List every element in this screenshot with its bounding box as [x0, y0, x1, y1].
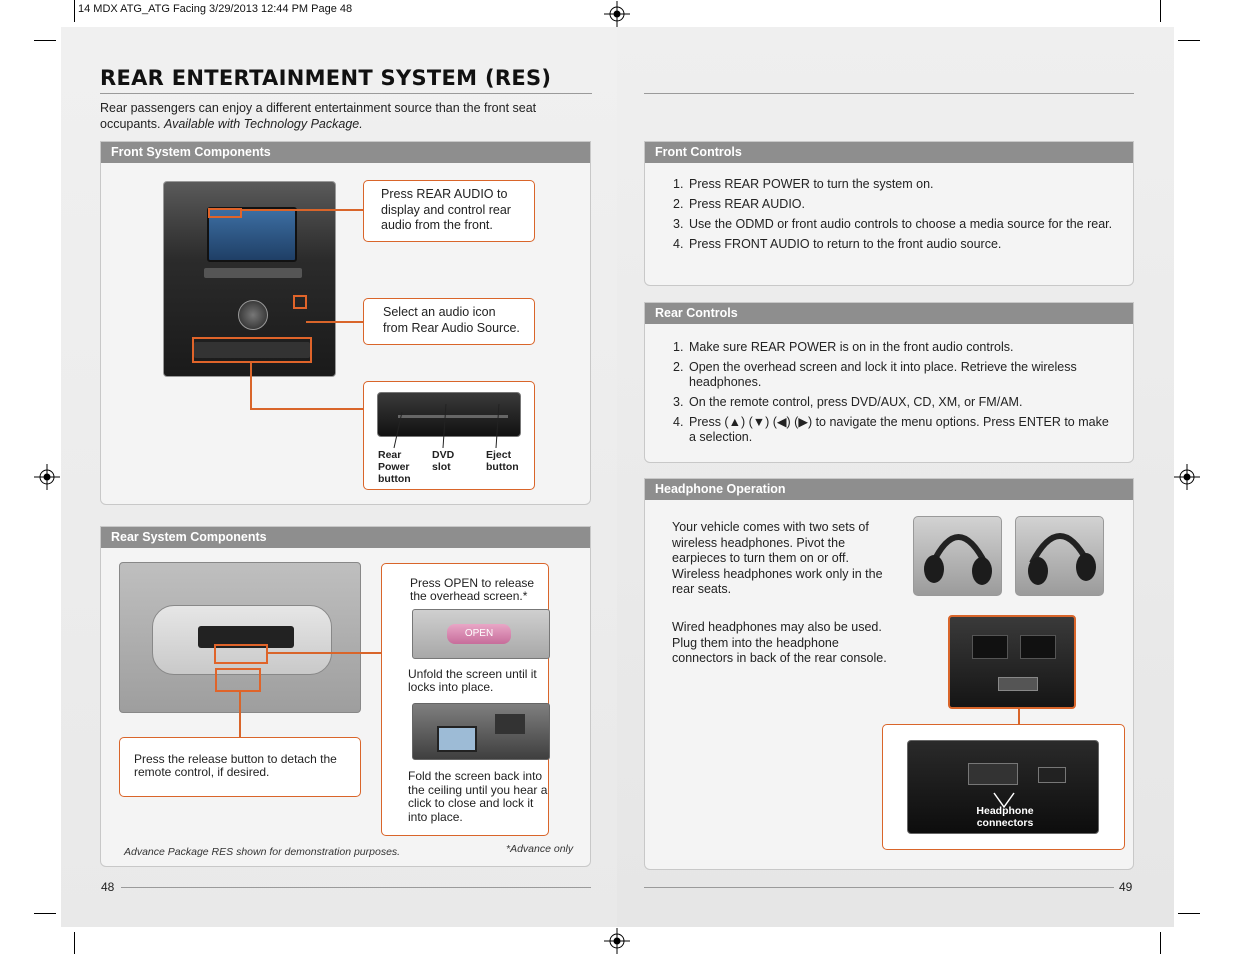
- headphones-photo-right: [1015, 516, 1104, 596]
- footer-rule-left: [121, 887, 591, 888]
- page-number-left: 48: [101, 880, 115, 894]
- crop-mark: [34, 40, 56, 41]
- crop-mark: [1178, 40, 1200, 41]
- registration-mark-icon: [1174, 464, 1200, 490]
- list-item: 4.Press (▲) (▼) (◀) (▶) to navigate the …: [673, 415, 1109, 444]
- overhead-unit-photo: [119, 562, 361, 713]
- screen-graphic: [495, 714, 525, 734]
- page-title: REAR ENTERTAINMENT SYSTEM (RES): [100, 66, 552, 90]
- callout-line: [241, 209, 363, 211]
- callout-line: [266, 652, 381, 654]
- footer-rule-right: [644, 887, 1114, 888]
- connector-label: Headphone connectors: [976, 805, 1034, 829]
- callout-select-audio-icon: Select an audio icon from Rear Audio Sou…: [363, 298, 535, 345]
- callout-rear-panel: Rear Power button DVD slot Eject button: [363, 381, 535, 490]
- panel-heading: Rear System Components: [101, 527, 590, 548]
- connector-photo: Headphone connectors: [907, 740, 1099, 834]
- callout-open: Press OPEN to release the overhead scree…: [410, 576, 535, 603]
- front-controls-panel: Front Controls 1.Press REAR POWER to tur…: [644, 141, 1134, 286]
- crop-mark: [74, 0, 75, 22]
- panel-heading: Rear Controls: [645, 303, 1133, 324]
- label-dvd-slot: DVD slot: [432, 449, 455, 473]
- jack-panel: [968, 763, 1018, 785]
- console-vent: [1020, 635, 1056, 659]
- title-rule-right: [644, 93, 1134, 94]
- callout-headphone-connectors: Headphone connectors: [882, 724, 1125, 850]
- label-eject-button: Eject button: [486, 449, 519, 473]
- headphones-photo-left: [913, 516, 1002, 596]
- callout-rear-audio: Press REAR AUDIO to display and control …: [363, 180, 535, 242]
- footnote-demonstration: Advance Package RES shown for demonstrat…: [124, 846, 401, 858]
- intro-availability: Available with Technology Package.: [163, 117, 363, 131]
- headphones-icon: [1028, 533, 1096, 585]
- interface-dial: [238, 300, 268, 330]
- list-item: 1.Press REAR POWER to turn the system on…: [673, 177, 934, 191]
- panel-heading: Headphone Operation: [645, 479, 1133, 500]
- navigation-screen: [207, 207, 297, 262]
- remote-control-bar: [198, 626, 294, 648]
- rear-console-photo: [948, 615, 1076, 709]
- open-button-highlight: [214, 644, 268, 664]
- wireless-headphones-text: Your vehicle comes with two sets of wire…: [672, 520, 883, 596]
- intro-paragraph: Rear passengers can enjoy a different en…: [100, 100, 580, 132]
- connector-panel: [998, 677, 1038, 691]
- rear-controls-steps: 1.Make sure REAR POWER is on in the fron…: [673, 340, 1113, 450]
- dvd-slot-strip: [194, 342, 310, 358]
- page-number-right: 49: [1119, 880, 1133, 894]
- list-item: 1.Make sure REAR POWER is on in the fron…: [673, 340, 1014, 354]
- list-item: 4.Press FRONT AUDIO to return to the fro…: [673, 237, 1002, 251]
- panel-heading: Front Controls: [645, 142, 1133, 163]
- registration-mark-icon: [34, 464, 60, 490]
- callout-release-button: Press the release button to detach the r…: [119, 737, 361, 797]
- release-button-highlight: [215, 668, 261, 692]
- crop-mark: [74, 932, 75, 954]
- open-button: OPEN: [447, 624, 511, 644]
- headphones-icon: [924, 534, 992, 585]
- wired-headphones-text: Wired headphones may also be used. Plug …: [672, 620, 887, 665]
- panel-heading: Front System Components: [101, 142, 590, 163]
- callout-rear-steps: Press OPEN to release the overhead scree…: [381, 563, 550, 836]
- list-item: 3.Use the ODMD or front audio controls t…: [673, 217, 1113, 231]
- list-item: 2.Press REAR AUDIO.: [673, 197, 805, 211]
- pointer-v-icon: [993, 792, 1015, 809]
- pointer-lines: [393, 403, 500, 449]
- print-slug: 14 MDX ATG_ATG Facing 3/29/2013 12:44 PM…: [78, 3, 353, 15]
- audio-icon-highlight: [293, 295, 307, 309]
- dvd-slot-graphic: [398, 415, 508, 418]
- list-item: 3.On the remote control, press DVD/AUX, …: [673, 395, 1023, 409]
- crop-mark: [1178, 913, 1200, 914]
- power-outlet: [1038, 767, 1066, 783]
- callout-line: [250, 408, 363, 410]
- screen-graphic: [437, 726, 477, 752]
- label-rear-power-button: Rear Power button: [378, 449, 411, 485]
- callout-line: [1018, 708, 1020, 724]
- callout-line: [239, 691, 241, 737]
- callout-line: [306, 321, 363, 323]
- rear-controls-panel: Rear Controls 1.Make sure REAR POWER is …: [644, 302, 1134, 463]
- rear-audio-highlight: [208, 208, 242, 218]
- open-button-photo: OPEN: [412, 609, 550, 659]
- callout-fold: Fold the screen back into the ceiling un…: [408, 769, 548, 824]
- crop-mark: [1160, 0, 1161, 22]
- crop-mark: [34, 913, 56, 914]
- folded-screen-photo: [412, 703, 550, 760]
- registration-mark-icon: [604, 928, 630, 954]
- console-vent: [972, 635, 1008, 659]
- callout-line: [250, 362, 252, 410]
- callout-unfold: Unfold the screen until it locks into pl…: [408, 667, 537, 694]
- registration-mark-icon: [604, 1, 630, 27]
- rear-panel-highlight: [192, 337, 312, 363]
- list-item: 2.Open the overhead screen and lock it i…: [673, 360, 1077, 389]
- front-controls-steps: 1.Press REAR POWER to turn the system on…: [673, 177, 1113, 257]
- footnote-advance-only: *Advance only: [506, 843, 574, 855]
- title-rule: [100, 93, 592, 94]
- dashboard-photo: [163, 181, 336, 377]
- crop-mark: [1160, 932, 1161, 954]
- control-button-row: [204, 268, 302, 278]
- intro-text: Rear passengers can enjoy a different en…: [100, 101, 537, 131]
